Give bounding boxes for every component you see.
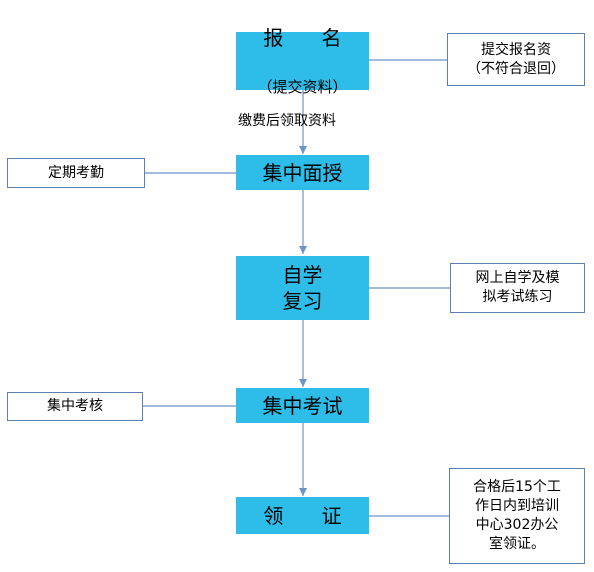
step-certificate: 领 证 xyxy=(236,497,369,534)
note-selfstudy-text: 网上自学及模 拟考试练习 xyxy=(475,270,560,305)
step-training-title: 集中面授 xyxy=(262,160,343,185)
step-selfstudy-title: 自学 复习 xyxy=(282,263,323,313)
step-register-title: 报 名 xyxy=(263,26,342,50)
note-exam: 集中考核 xyxy=(7,392,143,421)
note-exam-text: 集中考核 xyxy=(47,398,103,414)
step-selfstudy: 自学 复习 xyxy=(236,256,369,320)
note-register: 提交报名资 （不符合退回） xyxy=(447,33,585,86)
note-certificate-text: 合格后15个工 作日内到培训 中心302办公 室领证。 xyxy=(473,479,561,552)
fee-caption: 缴费后领取资料 xyxy=(238,113,336,129)
step-training: 集中面授 xyxy=(236,155,369,190)
note-certificate: 合格后15个工 作日内到培训 中心302办公 室领证。 xyxy=(449,468,585,564)
step-register-subtitle: （提交资料） xyxy=(257,78,348,96)
step-exam-title: 集中考试 xyxy=(262,393,343,418)
note-attendance-text: 定期考勤 xyxy=(48,164,104,181)
step-certificate-title: 领 证 xyxy=(263,503,342,528)
step-exam: 集中考试 xyxy=(236,388,369,423)
note-selfstudy: 网上自学及模 拟考试练习 xyxy=(450,263,585,313)
note-attendance: 定期考勤 xyxy=(7,158,145,188)
step-register: 报 名 （提交资料） xyxy=(236,26,369,96)
note-register-text: 提交报名资 （不符合退回） xyxy=(467,41,565,77)
